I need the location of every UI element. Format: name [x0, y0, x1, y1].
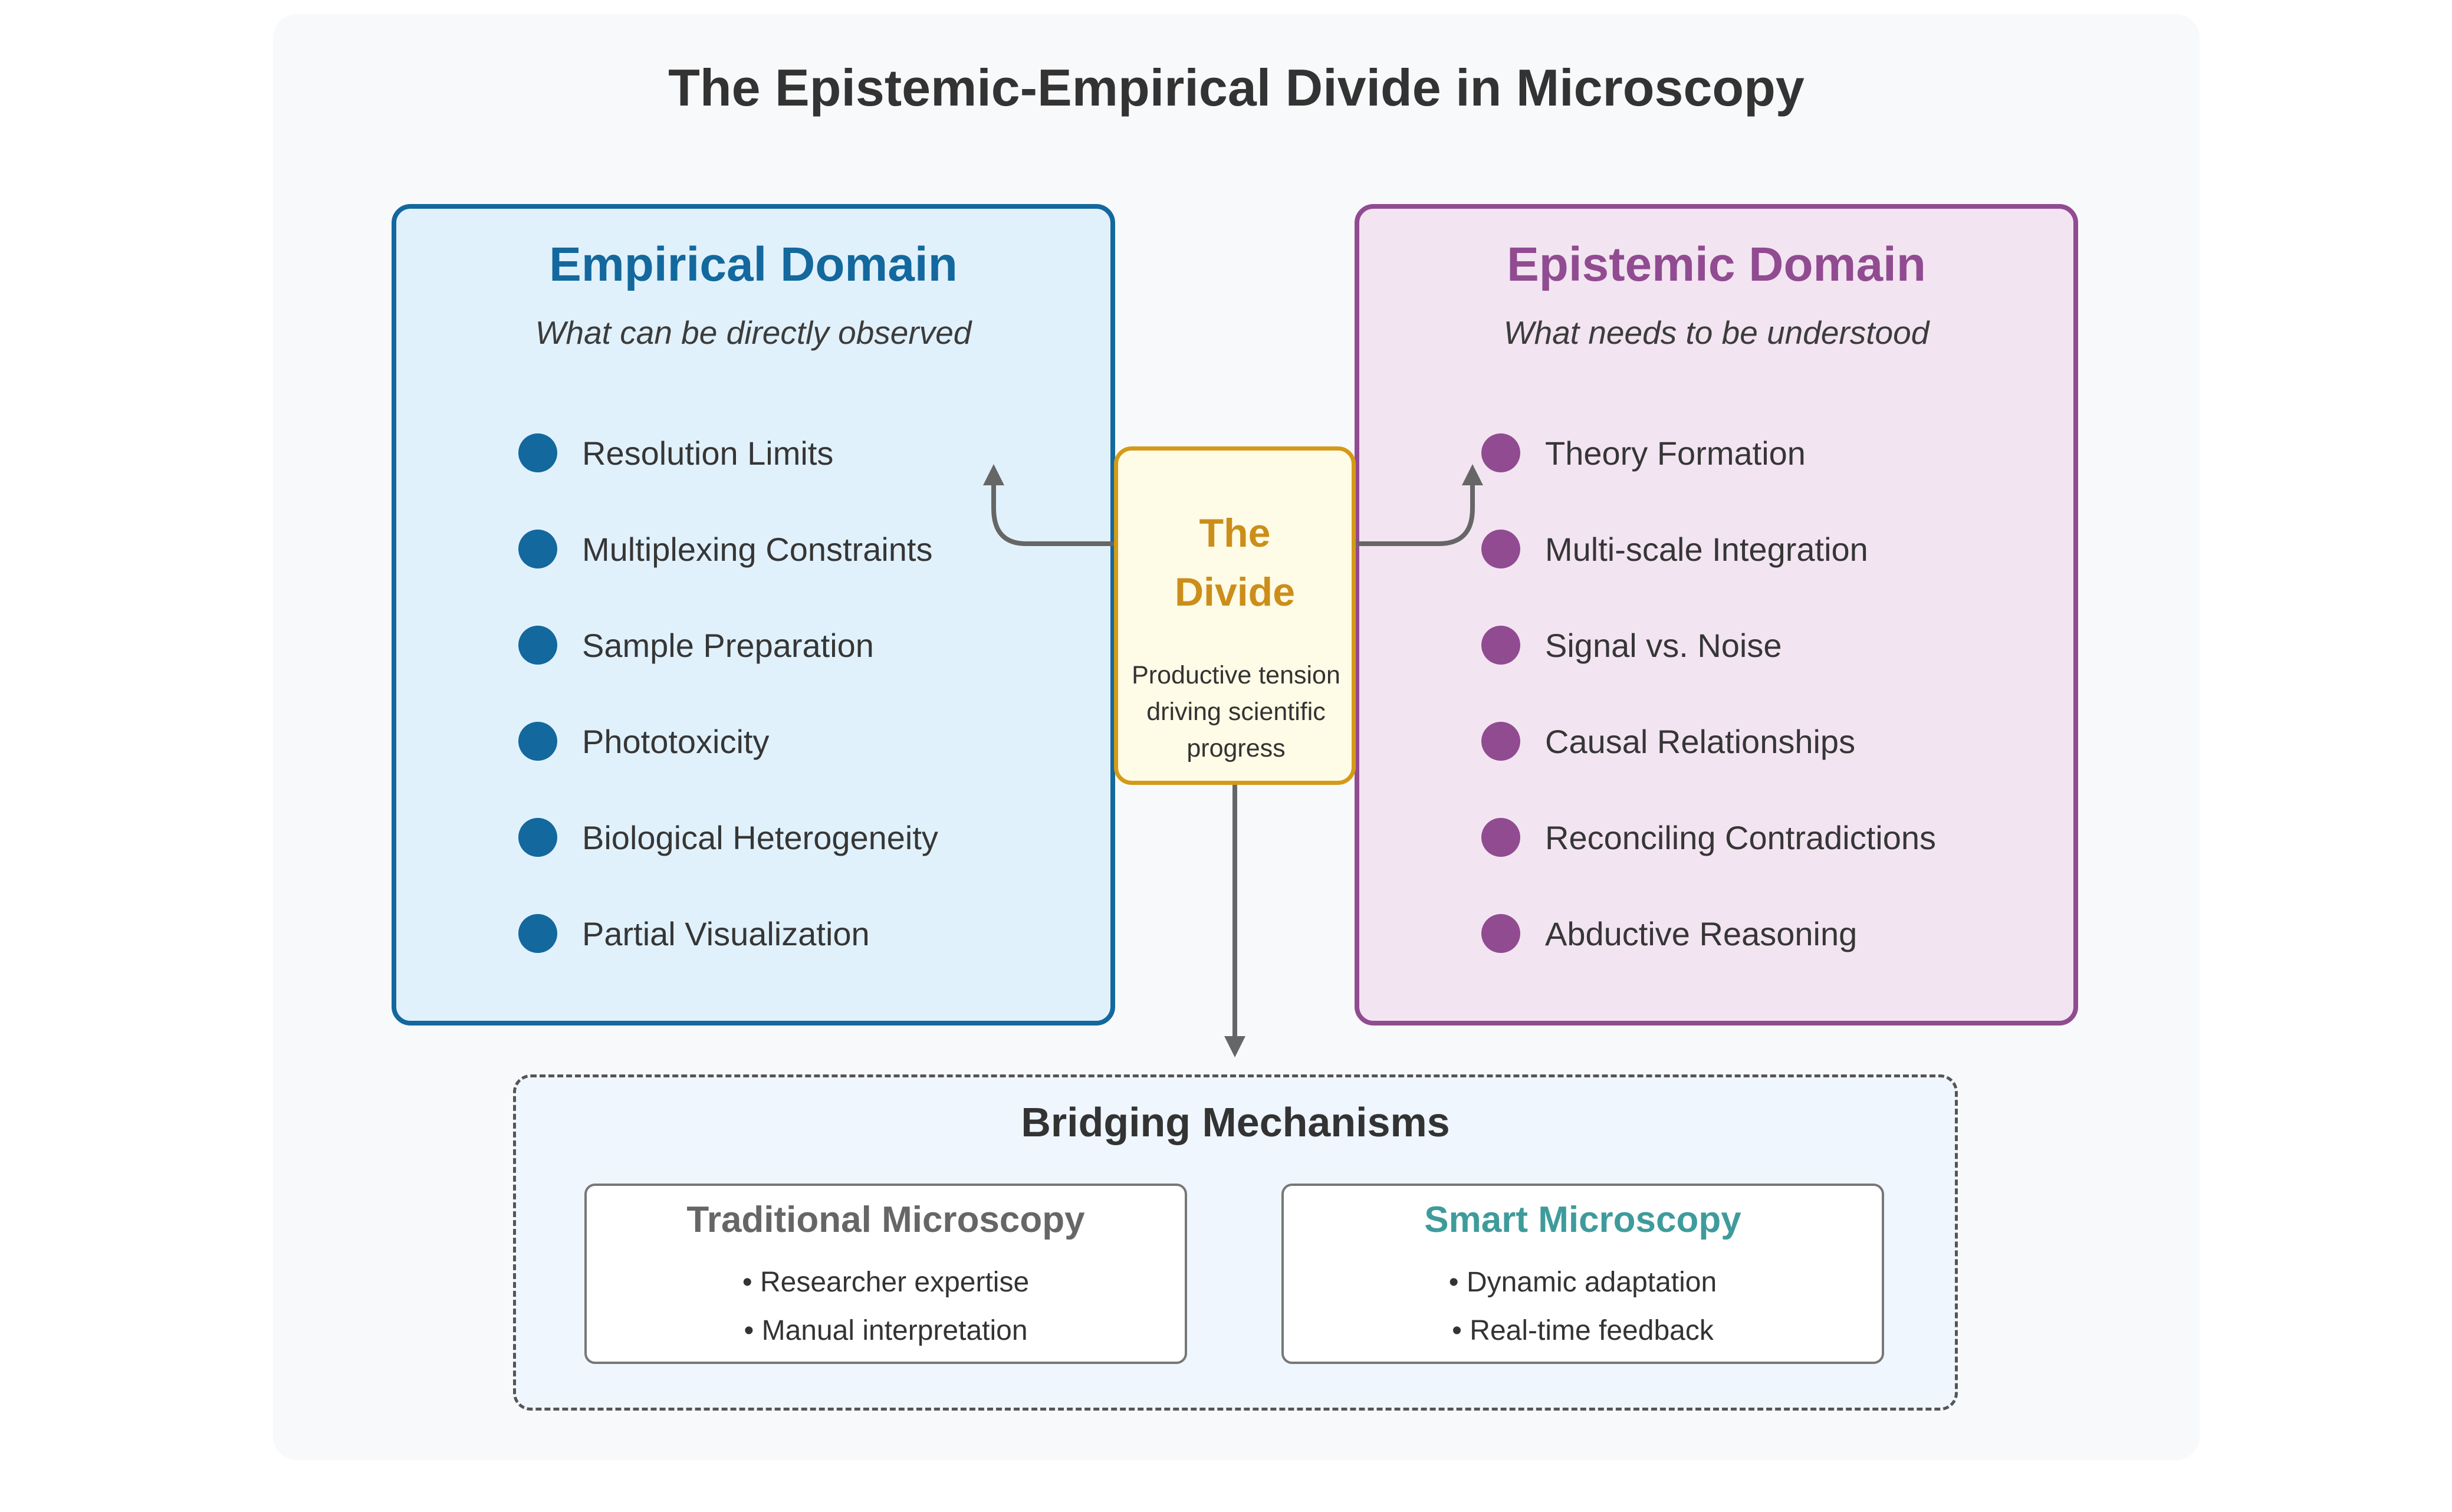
traditional-microscopy-card: Traditional Microscopy • Researcher expe…	[584, 1184, 1187, 1364]
epistemic-item: Multi-scale Integration	[1481, 525, 1868, 573]
empirical-bullet-icon	[518, 818, 557, 857]
epistemic-domain-title: Epistemic Domain	[1507, 238, 1926, 291]
traditional-point: • Manual interpretation	[744, 1315, 1028, 1346]
epistemic-bullet-icon	[1481, 433, 1520, 472]
empirical-bullet-icon	[518, 722, 557, 761]
empirical-item: Sample Preparation	[518, 622, 874, 669]
epistemic-item-label: Signal vs. Noise	[1545, 626, 1782, 664]
arrow-to-epistemic	[1356, 464, 1483, 546]
empirical-item-label: Partial Visualization	[582, 915, 870, 952]
empirical-item-label: Multiplexing Constraints	[582, 530, 933, 568]
smart-microscopy-title: Smart Microscopy	[1424, 1199, 1741, 1240]
empirical-item-label: Sample Preparation	[582, 626, 874, 664]
empirical-item: Biological Heterogeneity	[518, 814, 938, 861]
epistemic-item: Signal vs. Noise	[1481, 622, 1782, 669]
bridging-mechanisms-title: Bridging Mechanisms	[1021, 1099, 1450, 1145]
divide-box: The Divide Productive tension driving sc…	[1114, 446, 1356, 785]
divide-subtitle: Productive tension driving scientific pr…	[1124, 657, 1348, 767]
empirical-domain-title: Empirical Domain	[549, 238, 958, 291]
epistemic-item: Theory Formation	[1481, 429, 1806, 476]
divide-title-line: Divide	[1174, 570, 1296, 614]
smart-microscopy-card: Smart Microscopy • Dynamic adaptation • …	[1281, 1184, 1884, 1364]
empirical-item-label: Biological Heterogeneity	[582, 819, 938, 856]
divide-title: The Divide	[1118, 504, 1352, 622]
epistemic-bullet-icon	[1481, 818, 1520, 857]
empirical-domain-box: Empirical Domain What can be directly ob…	[392, 204, 1115, 1025]
empirical-bullet-icon	[518, 530, 557, 568]
epistemic-domain-box: Epistemic Domain What needs to be unders…	[1355, 204, 2078, 1025]
divide-title-line: The	[1199, 511, 1271, 556]
empirical-bullet-icon	[518, 433, 557, 472]
epistemic-item-label: Reconciling Contradictions	[1545, 819, 1937, 856]
epistemic-bullet-icon	[1481, 722, 1520, 761]
epistemic-item-label: Abductive Reasoning	[1545, 915, 1858, 952]
epistemic-bullet-icon	[1481, 530, 1520, 568]
epistemic-item: Abductive Reasoning	[1481, 910, 1857, 957]
epistemic-item: Causal Relationships	[1481, 718, 1855, 765]
epistemic-bullet-icon	[1481, 626, 1520, 665]
empirical-domain-subtitle: What can be directly observed	[535, 314, 972, 351]
divide-subtitle-line: Productive tension	[1132, 661, 1340, 689]
arrow-to-empirical	[983, 464, 1114, 546]
traditional-point: • Researcher expertise	[742, 1267, 1030, 1298]
epistemic-item-label: Multi-scale Integration	[1545, 530, 1868, 568]
empirical-item: Partial Visualization	[518, 910, 870, 957]
empirical-item: Phototoxicity	[518, 718, 770, 765]
traditional-microscopy-title: Traditional Microscopy	[686, 1199, 1085, 1240]
smart-point: • Dynamic adaptation	[1448, 1267, 1717, 1298]
divide-subtitle-line: driving scientific	[1146, 698, 1326, 726]
empirical-item-label: Phototoxicity	[582, 722, 770, 760]
epistemic-item-label: Causal Relationships	[1545, 722, 1856, 760]
empirical-item: Resolution Limits	[518, 429, 833, 476]
epistemic-item-label: Theory Formation	[1545, 434, 1806, 472]
bridging-mechanisms-box: Bridging Mechanisms Traditional Microsco…	[513, 1074, 1958, 1411]
empirical-bullet-icon	[518, 914, 557, 953]
smart-point: • Real-time feedback	[1452, 1315, 1714, 1346]
empirical-item-label: Resolution Limits	[582, 434, 834, 472]
divide-subtitle-line: progress	[1186, 734, 1286, 762]
epistemic-item: Reconciling Contradictions	[1481, 814, 1936, 861]
epistemic-bullet-icon	[1481, 914, 1520, 953]
empirical-bullet-icon	[518, 626, 557, 665]
empirical-item: Multiplexing Constraints	[518, 525, 932, 573]
epistemic-domain-subtitle: What needs to be understood	[1503, 314, 1930, 351]
diagram-title: The Epistemic-Empirical Divide in Micros…	[668, 58, 1805, 117]
